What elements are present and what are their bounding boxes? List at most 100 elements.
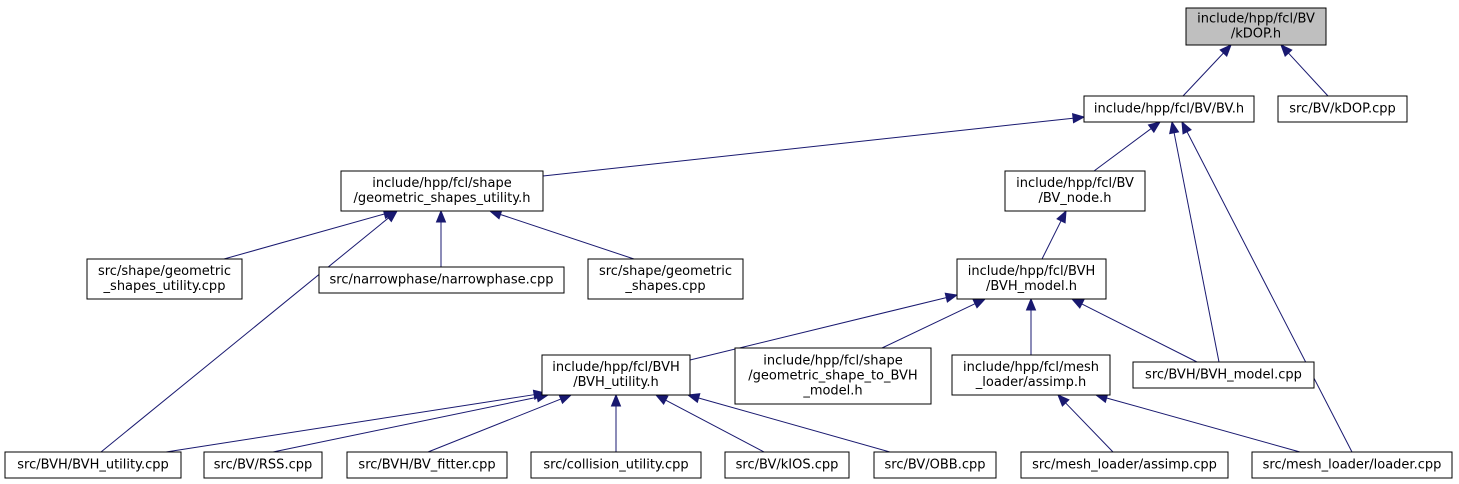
node-label-line: src/BV/kIOS.cpp [736, 458, 839, 473]
arrowhead-icon [1071, 113, 1086, 124]
edges-layer [100, 44, 1353, 453]
edge-line [1065, 402, 1114, 453]
node-geom-util-h[interactable]: include/hpp/fcl/shape/geometric_shapes_u… [340, 170, 544, 212]
node-box [1132, 361, 1315, 389]
edge-line [427, 398, 561, 453]
node-geom-util-cpp[interactable]: src/shape/geometric_shapes_utility.cpp [86, 258, 243, 300]
node-label-line: include/hpp/fcl/BV/BV.h [1094, 102, 1244, 117]
edge-line [698, 397, 891, 453]
arrowhead-icon [1181, 120, 1192, 135]
node-label-line: src/BV/RSS.cpp [214, 458, 312, 473]
arrowhead-icon [972, 298, 987, 309]
node-loader-cpp[interactable]: src/mesh_loader/loader.cpp [1251, 451, 1453, 479]
edge-assimp-h-to-bvh-model-h [1025, 297, 1037, 355]
edge-line [223, 213, 385, 260]
edge-line [665, 399, 765, 453]
edge-line [1093, 128, 1152, 172]
edge-narrowphase-cpp-to-geom-util-h [435, 209, 447, 267]
node-geom-to-bvh-h[interactable]: include/hpp/fcl/shape/geometric_shape_to… [734, 347, 932, 405]
edge-geom-to-bvh-h-to-bvh-model-h [881, 298, 987, 349]
node-box [956, 258, 1107, 300]
node-box [1083, 95, 1255, 123]
arrowhead-icon [944, 292, 959, 303]
node-assimp-cpp[interactable]: src/mesh_loader/assimp.cpp [1020, 451, 1229, 479]
edge-bv-node-h-to-bv-h [1093, 121, 1162, 172]
node-bv-h[interactable]: include/hpp/fcl/BV/BV.h [1083, 95, 1255, 123]
node-rss-cpp[interactable]: src/BV/RSS.cpp [203, 451, 323, 479]
edge-bvh-utility-h-to-bvh-model-h [689, 292, 959, 361]
node-box [86, 258, 243, 300]
node-bvh-model-h[interactable]: include/hpp/fcl/BVH/BVH_model.h [956, 258, 1107, 300]
node-box [587, 258, 744, 300]
arrowhead-icon [686, 393, 701, 404]
node-box [1004, 170, 1146, 212]
nodes-layer: include/hpp/fcl/BV/kDOP.hinclude/hpp/fcl… [4, 7, 1453, 479]
node-bvh-utility-h[interactable]: include/hpp/fcl/BVH/BVH_utility.h [541, 354, 691, 396]
node-box [203, 451, 323, 479]
node-label-line: include/hpp/fcl/shape [372, 176, 512, 191]
node-label-line: src/narrowphase/narrowphase.cpp [330, 273, 554, 288]
edge-line [1106, 397, 1301, 453]
node-label-line: src/BV/OBB.cpp [884, 458, 985, 473]
node-label-line: include/hpp/fcl/BVH [552, 360, 680, 375]
node-label-line: include/hpp/fcl/BV [1197, 12, 1315, 27]
arrowhead-icon [1147, 121, 1162, 134]
arrowhead-icon [610, 393, 622, 407]
node-label-line: include/hpp/fcl/BVH [968, 264, 1096, 279]
edge-loader-cpp-to-assimp-h [1094, 393, 1301, 453]
node-bv-node-h[interactable]: include/hpp/fcl/BV/BV_node.h [1004, 170, 1146, 212]
edge-bvh-model-cpp-to-bv-h [1169, 120, 1220, 363]
arrowhead-icon [1057, 394, 1070, 407]
edge-line [1081, 303, 1198, 363]
node-label-line: src/BV/kDOP.cpp [1289, 102, 1396, 117]
edge-rss-cpp-to-bvh-utility-h [272, 392, 550, 453]
node-label-line: /geometric_shapes_utility.h [354, 191, 531, 206]
node-obb-cpp[interactable]: src/BV/OBB.cpp [873, 451, 997, 479]
edge-loader-cpp-to-bv-h [1181, 120, 1353, 453]
node-label-line: /BVH_utility.h [573, 375, 659, 390]
edge-bvh-model-h-to-bv-node-h [1041, 209, 1067, 260]
edge-line [1182, 52, 1224, 97]
node-bv-fitter-cpp[interactable]: src/BVH/BV_fitter.cpp [346, 451, 508, 479]
node-bvh-utility-cpp[interactable]: src/BVH/BVH_utility.cpp [4, 451, 182, 479]
edge-line [272, 396, 538, 453]
edge-assimp-cpp-to-assimp-h [1057, 394, 1114, 453]
edge-line [100, 217, 389, 453]
node-label-line: src/collision_utility.cpp [543, 458, 688, 473]
node-label-line: src/BVH/BV_fitter.cpp [358, 458, 495, 473]
edge-bvh-model-cpp-to-bvh-model-h [1070, 298, 1198, 363]
node-box [1185, 7, 1327, 46]
node-box [340, 170, 544, 212]
node-bvh-model-cpp[interactable]: src/BVH/BVH_model.cpp [1132, 361, 1315, 389]
edge-bv-fitter-cpp-to-bvh-utility-h [427, 394, 573, 453]
arrowhead-icon [1169, 120, 1180, 135]
node-label-line: src/BVH/BVH_model.cpp [1145, 368, 1302, 383]
edge-line [542, 117, 1074, 177]
node-box [346, 451, 508, 479]
node-label-line: src/shape/geometric [98, 264, 231, 279]
node-kdop-h[interactable]: include/hpp/fcl/BV/kDOP.h [1185, 7, 1327, 46]
node-assimp-h[interactable]: include/hpp/fcl/mesh_loader/assimp.h [951, 354, 1111, 396]
node-box [734, 347, 932, 405]
node-box [1020, 451, 1229, 479]
node-kdop-cpp[interactable]: src/BV/kDOP.cpp [1277, 95, 1408, 123]
node-kios-cpp[interactable]: src/BV/kIOS.cpp [724, 451, 850, 479]
node-box [1251, 451, 1453, 479]
edge-collision-utility-cpp-to-bvh-utility-h [610, 393, 622, 452]
node-collision-utility-cpp[interactable]: src/collision_utility.cpp [530, 451, 702, 479]
node-box [530, 451, 702, 479]
node-box [1277, 95, 1408, 123]
node-narrowphase-cpp[interactable]: src/narrowphase/narrowphase.cpp [318, 266, 565, 294]
node-box [541, 354, 691, 396]
arrowhead-icon [1070, 298, 1085, 309]
node-label-line: _shapes.cpp [624, 279, 705, 294]
node-label-line: _shapes_utility.cpp [103, 279, 226, 294]
edge-line [881, 303, 976, 349]
edge-obb-cpp-to-bvh-utility-h [686, 393, 891, 453]
edge-bvh-utility-cpp-to-geom-util-h [100, 210, 399, 453]
node-label-line: _model.h [802, 384, 862, 399]
node-geom-shapes-cpp[interactable]: src/shape/geometric_shapes.cpp [587, 258, 744, 300]
edge-bvh-utility-cpp-to-bvh-utility-h [165, 389, 547, 453]
node-label-line: include/hpp/fcl/mesh [963, 360, 1099, 375]
node-label-line: include/hpp/fcl/shape [763, 354, 903, 369]
